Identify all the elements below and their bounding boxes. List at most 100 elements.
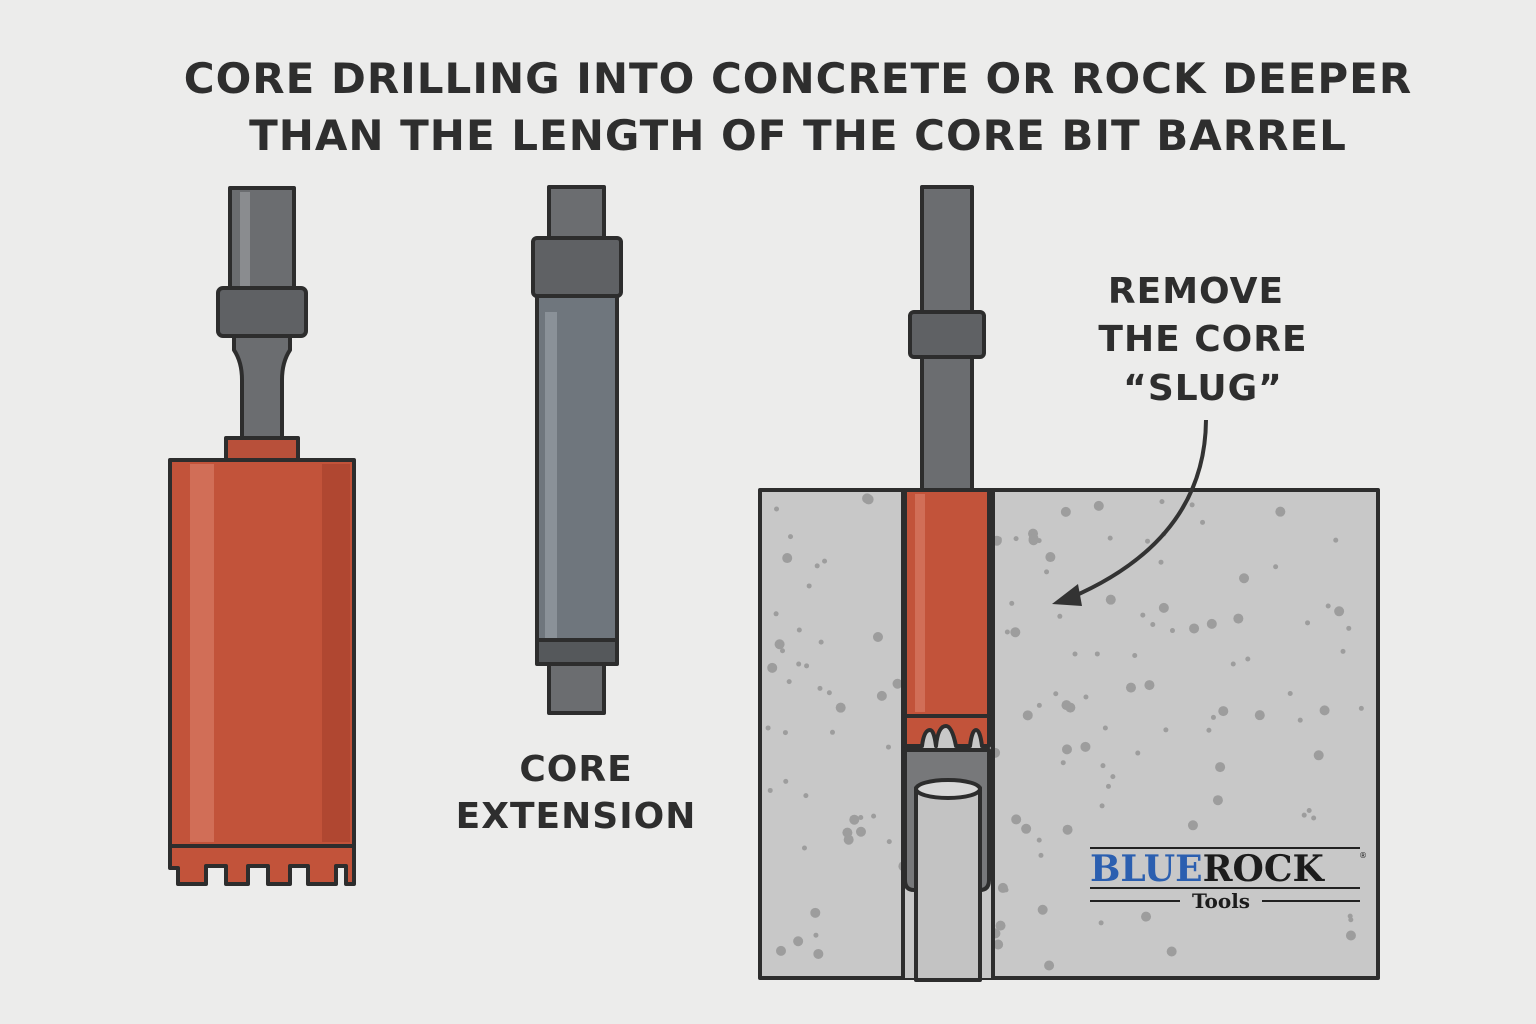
aggregate-dot <box>995 920 1006 931</box>
aggregate-dot <box>1010 627 1021 638</box>
aggregate-dot <box>886 839 892 845</box>
aggregate-dot <box>1206 727 1212 733</box>
logo-sub: Tools <box>1192 889 1250 913</box>
aggregate-dot <box>1028 533 1039 544</box>
aggregate-dot <box>1158 559 1164 565</box>
aggregate-dot <box>1062 824 1073 835</box>
aggregate-dot <box>892 678 903 689</box>
aggregate-dot <box>1072 651 1078 657</box>
aggregate-dot <box>1346 625 1352 631</box>
aggregate-dot <box>773 611 779 617</box>
aggregate-dot <box>1009 600 1015 606</box>
aggregate-dot <box>1022 710 1033 721</box>
aggregate-dot <box>1021 823 1032 834</box>
aggregate-dot <box>855 826 866 837</box>
aggregate-dot <box>1345 930 1356 941</box>
aggregate-dot <box>829 729 835 735</box>
aggregate-dot <box>1311 815 1317 821</box>
aggregate-dot <box>1083 694 1089 700</box>
bit-segments <box>168 844 356 886</box>
aggregate-dot <box>1348 917 1354 923</box>
aggregate-dot <box>793 936 804 947</box>
aggregate-dot <box>796 661 802 667</box>
aggregate-dot <box>1100 763 1106 769</box>
aggregate-dot <box>1333 537 1339 543</box>
aggregate-dot <box>1189 623 1200 634</box>
aggregate-dot <box>826 690 832 696</box>
aggregate-dot <box>1038 852 1044 858</box>
aggregate-dot <box>817 685 823 691</box>
aggregate-dot <box>804 663 810 669</box>
extension-label-line-1: CORE <box>519 749 632 790</box>
aggregate-dot <box>1305 620 1311 626</box>
aggregate-dot <box>1110 774 1116 780</box>
aggregate-dot <box>1141 911 1152 922</box>
aggregate-dot <box>813 932 819 938</box>
aggregate-dot <box>1325 603 1331 609</box>
aggregate-dot <box>786 679 792 685</box>
arrow-icon <box>1069 419 1208 600</box>
aggregate-dot <box>1340 648 1346 654</box>
aggregate-dot <box>1105 783 1111 789</box>
aggregate-dot <box>1210 714 1216 720</box>
aggregate-dot <box>1275 506 1286 517</box>
core-bit <box>168 186 356 886</box>
bit-ring <box>224 436 300 462</box>
aggregate-dot <box>782 730 788 736</box>
aggregate-dot <box>993 939 1004 950</box>
aggregate-dot <box>774 506 780 512</box>
aggregate-dot <box>1245 656 1251 662</box>
aggregate-dot <box>1036 837 1042 843</box>
bit-shank <box>228 186 296 294</box>
concrete-block <box>758 488 1380 980</box>
aggregate-dot <box>1301 812 1307 818</box>
aggregate-dot <box>774 639 785 650</box>
aggregate-dot <box>813 948 824 959</box>
aggregate-dot <box>1105 594 1116 605</box>
aggregate-dot <box>1169 628 1175 634</box>
arrowhead-icon <box>1052 584 1082 606</box>
aggregate-dot <box>1166 946 1177 957</box>
aggregate-dot <box>1044 960 1055 971</box>
aggregate-dot <box>1306 807 1312 813</box>
aggregate-dot <box>1099 803 1105 809</box>
extension-label-line-2: EXTENSION <box>456 796 697 837</box>
aggregate-dot <box>818 639 824 645</box>
aggregate-dot <box>1080 741 1091 752</box>
aggregate-dot <box>1158 602 1169 613</box>
core-extension <box>531 185 623 715</box>
aggregate-dot <box>876 690 887 701</box>
bit-collar <box>216 286 308 338</box>
aggregate-dot <box>1125 682 1136 693</box>
aggregate-dot <box>767 787 773 793</box>
aggregate-dot <box>811 911 817 917</box>
aggregate-dot <box>1135 750 1141 756</box>
aggregate-dot <box>803 793 809 799</box>
aggregate-dot <box>885 744 891 750</box>
title-line-1: CORE DRILLING INTO CONCRETE OR ROCK DEEP… <box>184 54 1412 103</box>
aggregate-dot <box>1313 750 1324 761</box>
aggregate-dot <box>1233 613 1244 624</box>
aggregate-dot <box>782 553 793 564</box>
aggregate-dot <box>1254 710 1265 721</box>
drill-in-hole <box>903 185 991 982</box>
slug-label-line-1: REMOVE <box>1108 271 1284 312</box>
aggregate-dot <box>1057 613 1063 619</box>
aggregate-dot <box>1297 717 1303 723</box>
aggregate-dot <box>858 815 864 821</box>
aggregate-dot <box>765 725 771 731</box>
aggregate-dot <box>1218 706 1229 717</box>
aggregate-dot <box>1215 762 1226 773</box>
aggregate-dot <box>801 845 807 851</box>
aggregate-dot <box>1273 564 1279 570</box>
aggregate-dot <box>775 945 786 956</box>
aggregate-dot <box>1013 536 1019 542</box>
aggregate-dot <box>1287 690 1293 696</box>
aggregate-dot <box>1061 744 1072 755</box>
aggregate-dot <box>1150 621 1156 627</box>
aggregate-dot <box>1044 569 1050 575</box>
aggregate-dot <box>1053 691 1059 697</box>
aggregate-dot <box>871 813 877 819</box>
aggregate-dot <box>1004 629 1010 635</box>
aggregate-dot <box>1140 612 1146 618</box>
